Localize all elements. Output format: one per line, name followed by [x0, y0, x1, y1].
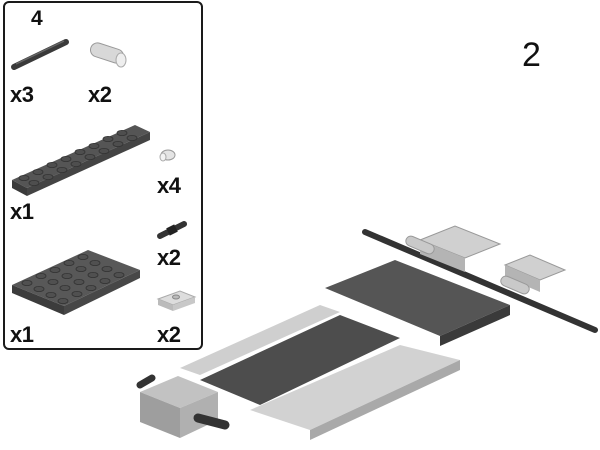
quantity-label: x3 [10, 82, 34, 107]
plate-4x6-icon [12, 250, 140, 315]
axle-connector-icon [89, 42, 127, 68]
technic-half-pin-icon [159, 149, 176, 162]
quantity-label: x4 [157, 173, 181, 198]
technic-axle-icon [11, 39, 69, 70]
step-number: 2 [522, 36, 541, 74]
quantity-label: x1 [10, 322, 34, 347]
jumper-plate-icon [156, 290, 197, 311]
quantity-label: x1 [10, 199, 34, 224]
technic-plate-2x8-icon [12, 125, 150, 196]
quantity-label: x2 [157, 245, 181, 270]
technic-pin-icon [157, 221, 187, 239]
quantity-label: x2 [88, 82, 112, 107]
assembled-model-illustration [136, 225, 598, 440]
quantity-label: x2 [157, 322, 181, 347]
sub-step-number: 4 [31, 7, 43, 30]
